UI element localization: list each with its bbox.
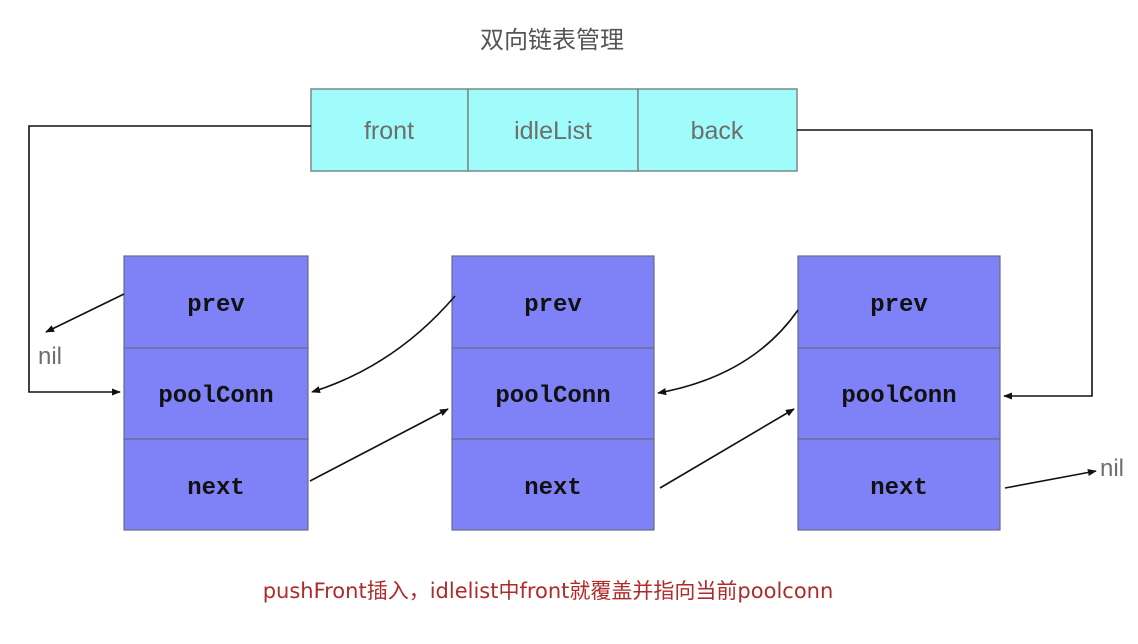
node-3-conn-cell [797,347,1001,440]
idle-list-header: front idleList back [310,88,798,172]
node-3-prev-label: prev [870,292,928,319]
node-3-prev-cell [797,255,1001,349]
node-3-next-cell [797,438,1001,531]
list-node-1: prev poolConn next [123,255,309,531]
nil-right-label: nil [1100,455,1124,482]
front-pointer-arrow [28,125,311,396]
node-3-conn-label: poolConn [841,383,956,410]
node-1-next-label: next [187,475,245,502]
node-1-conn-label: poolConn [158,383,273,410]
node-2-prev-label: prev [524,292,582,319]
node-2-next-cell [451,438,655,531]
header-label-idlelist: idleList [514,117,592,145]
node-1-conn-cell [123,347,309,440]
diagram-title: 双向链表管理 [480,26,624,54]
node-1-next-arrow [309,408,449,482]
nil-left-label: nil [38,343,62,370]
node-3-next-arrow [1004,468,1097,489]
node-1-next-cell [123,438,309,531]
node-2-conn-cell [451,347,655,440]
header-label-back: back [691,117,744,145]
node-1-prev-cell [123,255,309,349]
back-pointer-arrow [797,129,1093,400]
node-2-next-label: next [524,475,582,502]
node-2-conn-label: poolConn [495,383,610,410]
header-cell-back [637,88,798,172]
header-cell-idlelist [467,88,639,172]
diagram-caption: pushFront插入，idlelist中front就覆盖并指向当前poolco… [263,579,834,603]
header-cell-front [310,88,469,172]
node-3-next-label: next [870,475,928,502]
list-node-3: prev poolConn next [797,255,1001,531]
node-2-next-arrow [659,408,795,489]
node-1-prev-label: prev [187,292,245,319]
node-3-prev-arrow [657,309,799,396]
node-1-prev-arrow [45,293,125,333]
header-label-front: front [364,117,414,145]
list-node-2: prev poolConn next [451,255,655,531]
node-2-prev-arrow [311,295,456,394]
